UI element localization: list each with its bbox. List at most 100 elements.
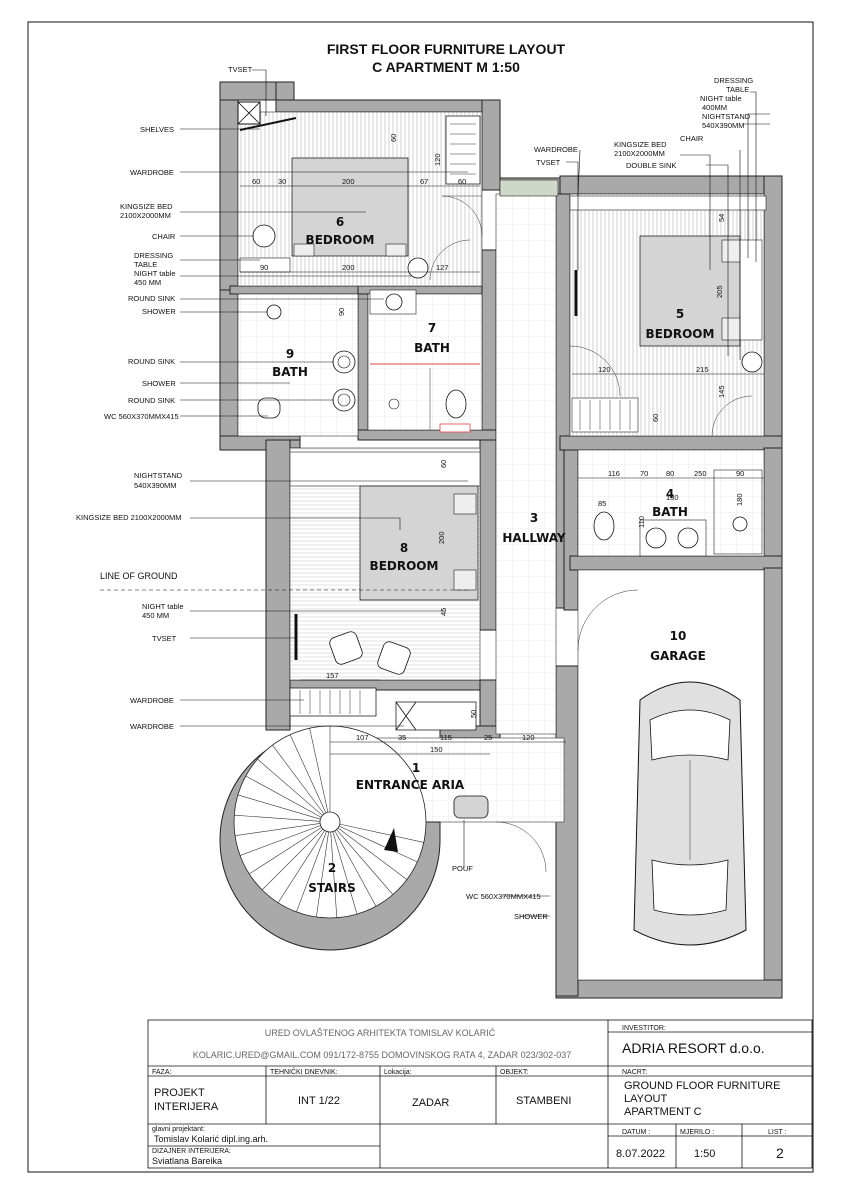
dim-120c: 120 — [598, 365, 611, 374]
stair-tread — [261, 828, 324, 891]
dim-90a: 90 — [260, 263, 268, 272]
label-wardrobe-mid: WARDROBE — [534, 145, 578, 154]
tb-faza-label: FAZA: — [152, 1069, 172, 1076]
label-chair-left: CHAIR — [152, 232, 176, 241]
tb-objekt: STAMBENI — [516, 1095, 571, 1107]
tb-dizajner-label: DIZAJNER INTERIJERA: — [152, 1148, 231, 1155]
planter — [499, 179, 559, 197]
dim-25: 25 — [484, 733, 492, 742]
dim-67: 67 — [420, 177, 428, 186]
tb-lokacija: ZADAR — [412, 1097, 449, 1109]
stair-tread — [336, 829, 394, 895]
room-9-number: 9 — [286, 347, 294, 361]
room-2-number: 2 — [328, 861, 336, 875]
room-7-name: BATH — [414, 341, 450, 355]
drawing-frame — [27, 21, 814, 1173]
room-8-number: 8 — [400, 541, 408, 555]
tb-nacrt-1: GROUND FLOOR FURNITURE — [624, 1080, 780, 1092]
label-double-sink: DOUBLE SINK — [626, 161, 676, 170]
tb-contact: KOLARIC.URED@GMAIL.COM 091/172-8755 DOMO… — [193, 1050, 571, 1060]
stair-tread — [239, 825, 321, 856]
tb-investitor: ADRIA RESORT d.o.o. — [622, 1040, 765, 1056]
dim-54: 54 — [717, 214, 726, 222]
stair-tread — [272, 744, 325, 815]
dim-90b: 90 — [337, 308, 346, 316]
label-round-sink-3: ROUND SINK — [128, 396, 175, 405]
stair-tread — [245, 775, 322, 818]
shower-bath-9 — [266, 304, 282, 320]
label-kingsize-bed-1b: 2100X2000MM — [120, 211, 171, 220]
dim-145: 145 — [717, 385, 726, 398]
tb-nacrt-2: LAYOUT — [624, 1093, 667, 1105]
label-nightstand-r: NIGHTSTAND — [702, 112, 751, 121]
tb-mjerilo-label: MJERILO : — [680, 1129, 714, 1136]
tb-objekt-label: OBJEKT: — [500, 1069, 528, 1076]
tb-list-label: LIST : — [768, 1129, 787, 1136]
stair-tread — [316, 831, 329, 918]
stair-tread — [289, 734, 327, 814]
dim-200a: 200 — [342, 177, 355, 186]
dim-205: 205 — [715, 285, 724, 298]
label-wardrobe-8b: WARDROBE — [130, 722, 174, 731]
dim-70: 70 — [640, 469, 648, 478]
wardrobe-bedroom-5 — [569, 195, 767, 211]
tb-mjerilo: 1:50 — [694, 1148, 715, 1160]
room-5-name: BEDROOM — [646, 327, 715, 341]
room-5-number: 5 — [676, 307, 684, 321]
tb-nacrt-3: APARTMENT C — [624, 1106, 702, 1118]
label-dressing-2: TABLE — [134, 260, 157, 269]
dim-107: 107 — [356, 733, 369, 742]
wc-bath-4 — [593, 511, 615, 541]
label-pouf: POUF — [452, 864, 473, 873]
room-8-name: BEDROOM — [370, 559, 439, 573]
dim-35: 35 — [398, 733, 406, 742]
dressing-table-5 — [739, 239, 763, 341]
label-dressing-1: DRESSING — [134, 251, 173, 260]
tb-dizajner: Sviatlana Bareika — [152, 1156, 222, 1166]
stair-tread — [334, 830, 377, 907]
dim-215: 215 — [696, 365, 709, 374]
stair-tread — [339, 823, 424, 843]
label-shower-2: SHOWER — [142, 379, 176, 388]
label-night-table-8: NIGHT table — [142, 602, 184, 611]
dim-90c: 90 — [736, 469, 744, 478]
dim-250: 250 — [694, 469, 707, 478]
label-night-table-1: NIGHT table — [134, 269, 176, 278]
room-1-number: 1 — [412, 761, 420, 775]
label-tvset-8: TVSET — [152, 634, 177, 643]
stair-tread — [234, 823, 321, 836]
dim-85: 85 — [598, 499, 606, 508]
plan-title-line1: FIRST FLOOR FURNITURE LAYOUT — [327, 41, 566, 57]
dim-60d: 60 — [439, 460, 448, 468]
dim-116: 116 — [608, 469, 620, 478]
dim-60e: 60 — [651, 414, 660, 422]
stair-tread — [249, 827, 322, 875]
label-wardrobe-8a: WARDROBE — [130, 696, 174, 705]
label-kingsize-bed-1: KINGSIZE BED — [120, 202, 173, 211]
tb-lokacija-label: Lokacija: — [384, 1069, 412, 1076]
room-7-number: 7 — [428, 321, 436, 335]
label-wc-1: WC 560X370MMX415 — [104, 412, 179, 421]
tb-office: URED OVLAŠTENOG ARHITEKTA TOMISLAV KOLAR… — [265, 1028, 496, 1038]
tb-faza-1: PROJEKT — [154, 1087, 205, 1099]
dim-127: 127 — [436, 263, 449, 272]
label-chair-right: CHAIR — [680, 134, 704, 143]
pouf — [453, 795, 489, 819]
dim-30: 30 — [278, 177, 286, 186]
chair-bedroom-5 — [741, 351, 763, 373]
chair-bedroom-6 — [252, 224, 276, 248]
label-night-table-rb: 400MM — [702, 103, 727, 112]
bed-bedroom-6 — [291, 157, 409, 257]
car — [633, 681, 747, 946]
dim-120b: 120 — [522, 733, 535, 742]
label-round-sink-1: ROUND SINK — [128, 294, 175, 303]
tb-dnevnik-label: TEHNIČKI DNEVNIK: — [270, 1067, 338, 1076]
label-dressing-r2: TABLE — [726, 85, 749, 94]
dim-150: 150 — [430, 745, 443, 754]
label-nightstand-rb: 540X390MM — [702, 121, 745, 130]
dim-200b: 200 — [342, 263, 355, 272]
spiral-stairs — [219, 725, 441, 951]
tb-datum-label: DATUM : — [622, 1129, 650, 1136]
label-shower-1: SHOWER — [142, 307, 176, 316]
room-3-name: HALLWAY — [502, 531, 566, 545]
